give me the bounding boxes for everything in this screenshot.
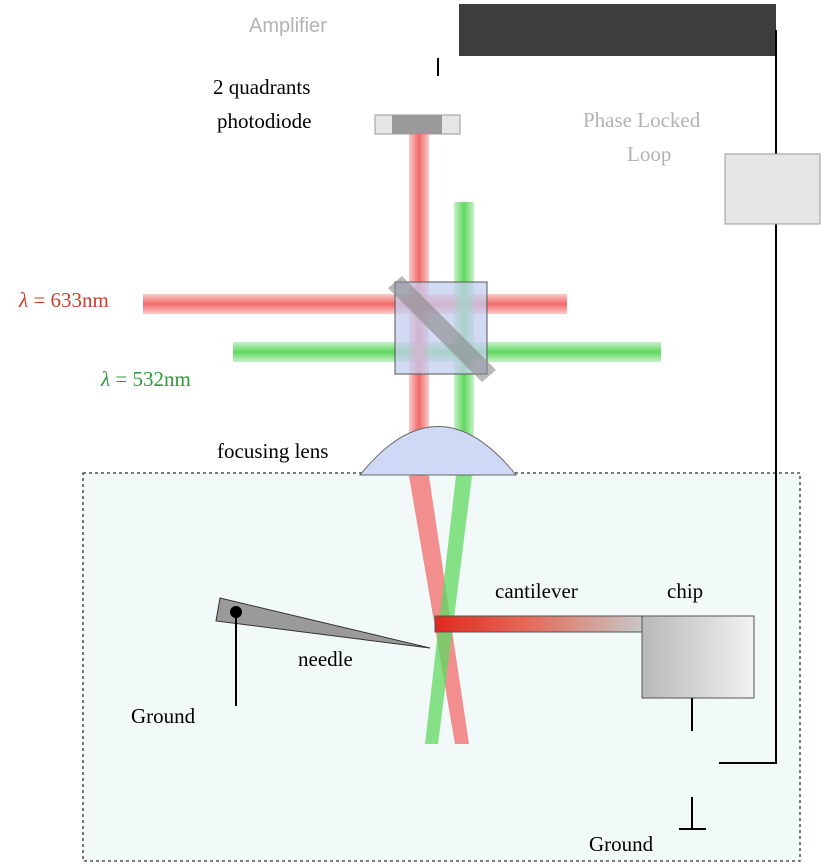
red-laser-beam (143, 294, 567, 314)
green-laser-label: λ = 532nm (100, 367, 191, 391)
needle (215, 597, 431, 649)
red-laser-label: λ = 633nm (18, 288, 109, 312)
ground-right-label: Ground (589, 832, 654, 856)
beam-splitter-mirror (388, 276, 496, 382)
chip-label: chip (667, 579, 703, 603)
focusing-lens-label: focusing lens (217, 439, 328, 463)
amplifier-box (459, 4, 776, 56)
ground-left-label: Ground (131, 704, 196, 728)
green-beam-focused (425, 476, 472, 744)
pll-label-line2: Loop (627, 142, 671, 166)
photodiode-label-line2: photodiode (217, 109, 312, 133)
red-beam-focused (409, 476, 469, 744)
photodiode-label-line1: 2 quadrants (213, 75, 310, 99)
feedback-wire (719, 30, 777, 764)
cantilever-label: cantilever (495, 579, 578, 603)
pll-label-line1: Phase Locked (583, 108, 701, 132)
amplifier-label: Amplifier (249, 15, 327, 37)
cantilever (434, 615, 644, 633)
focusing-lens (358, 426, 518, 476)
photodiode-sensor (392, 115, 442, 134)
phase-locked-loop-box (724, 153, 821, 225)
needle-label: needle (298, 647, 353, 671)
chip (641, 615, 755, 699)
